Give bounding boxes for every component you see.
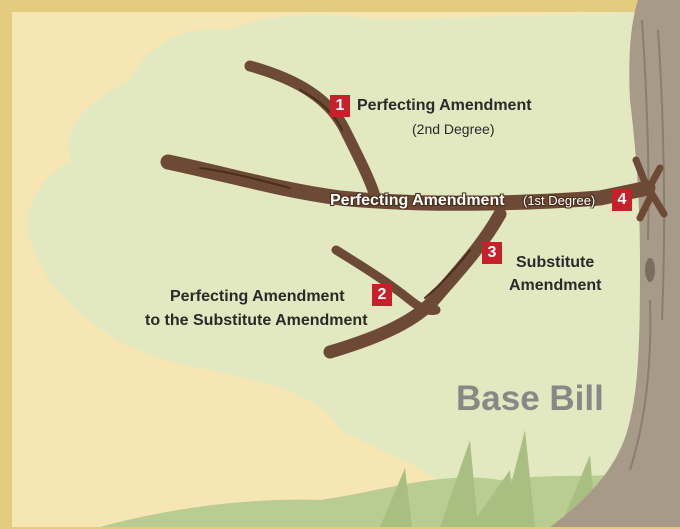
badge-1: 1 xyxy=(330,95,350,117)
label-perfecting-amendment-2nd: Perfecting Amendment xyxy=(357,97,532,114)
label-perfecting-amendment-sub: Perfecting Amendment xyxy=(170,288,345,305)
label-amendment: Amendment xyxy=(509,277,602,294)
branches xyxy=(160,60,668,359)
base-bill-label: Base Bill xyxy=(456,379,604,418)
tree-trunk xyxy=(550,0,680,527)
badge-3: 3 xyxy=(482,242,502,264)
label-1st-degree: (1st Degree) xyxy=(523,193,596,208)
label-2nd-degree: (2nd Degree) xyxy=(412,121,495,137)
label-to-the-substitute-amendment: to the Substitute Amendment xyxy=(145,312,368,329)
badge-2: 2 xyxy=(372,284,392,306)
label-perfecting-amendment-1st: Perfecting Amendment xyxy=(330,192,505,209)
badge-4: 4 xyxy=(612,189,632,211)
grass xyxy=(100,430,680,527)
label-substitute: Substitute xyxy=(516,254,595,271)
foliage-blob xyxy=(12,12,650,500)
